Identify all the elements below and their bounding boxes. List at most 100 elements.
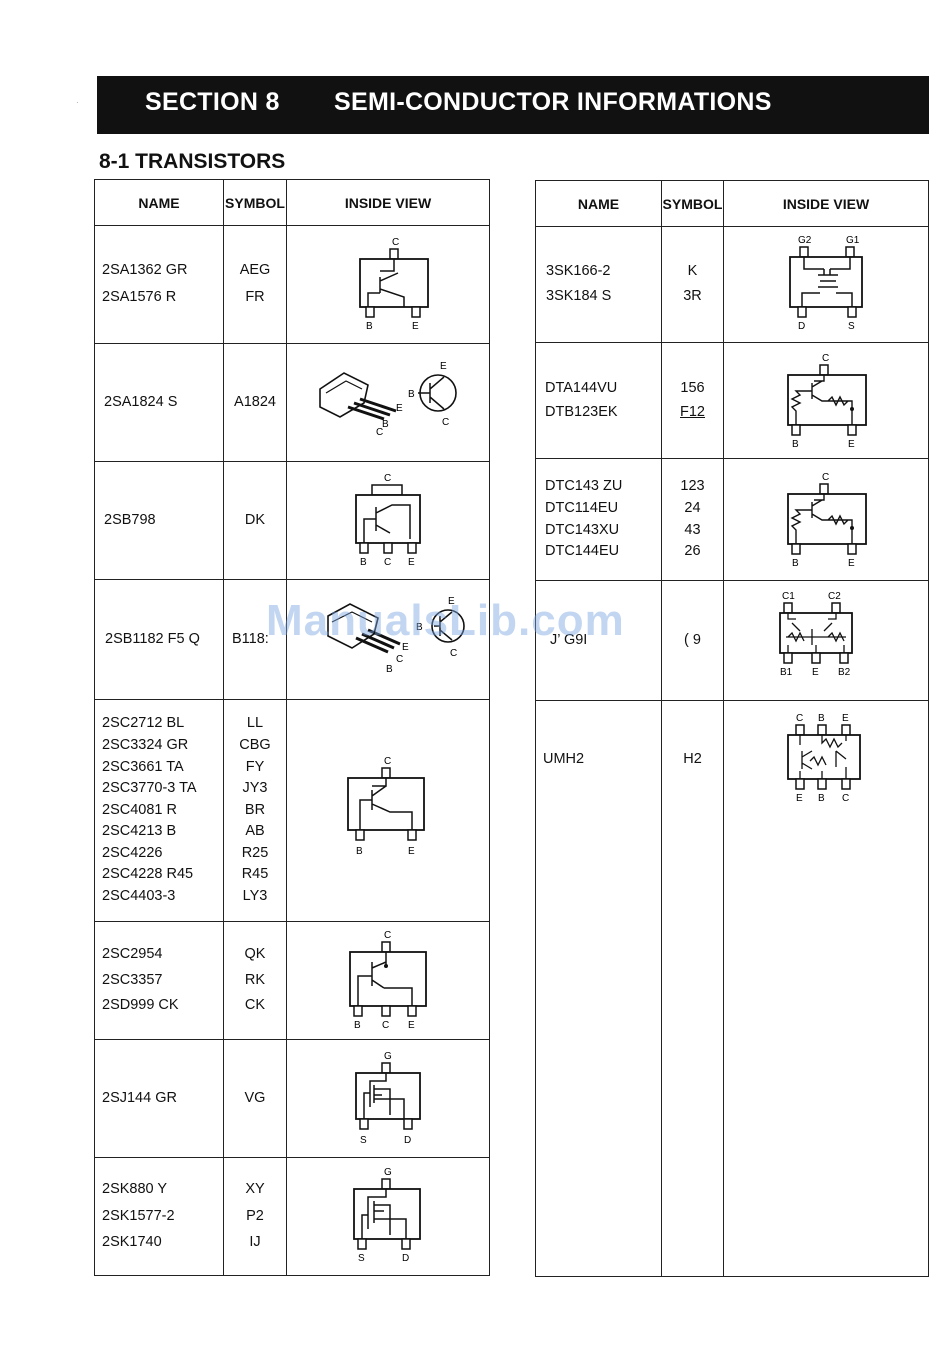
name-cell: UMH2 xyxy=(535,700,662,1277)
symbol-cell: 156 F12 xyxy=(661,342,724,459)
svg-text:C2: C2 xyxy=(828,591,841,602)
digital-transistor-diagram: C B E xyxy=(787,353,867,450)
name-cell: DTA144VU DTB123EK xyxy=(535,342,662,459)
fet-diagram: G S D xyxy=(353,1167,421,1264)
svg-text:B1: B1 xyxy=(780,667,793,678)
svg-text:E: E xyxy=(408,557,415,568)
svg-text:E: E xyxy=(448,596,455,607)
table-row: UMH2 H2 C B E E B C xyxy=(535,700,929,1277)
table-row: 2SA1824 S A1824 E B C E B C xyxy=(94,343,490,462)
svg-text:E: E xyxy=(396,403,403,414)
svg-text:G: G xyxy=(384,1167,392,1178)
table-row: 2SA1362 GR 2SA1576 R AEG FR C B E xyxy=(94,225,490,344)
table-row: 2SK880 Y 2SK1577-2 2SK1740 XY P2 IJ G S … xyxy=(94,1157,490,1276)
svg-text:C: C xyxy=(376,427,383,438)
svg-text:D: D xyxy=(402,1253,409,1264)
table-row: 2SJ144 GR VG G S D xyxy=(94,1039,490,1158)
inside-view-diagram: C B E xyxy=(286,699,490,922)
inside-view-diagram: E C B E B C xyxy=(286,579,490,700)
symbol-cell: QK RK CK xyxy=(223,921,287,1040)
svg-text:B: B xyxy=(416,622,423,633)
symbol-cell: H2 xyxy=(661,700,724,1277)
svg-text:C: C xyxy=(796,713,803,724)
inside-view-diagram: C B E xyxy=(723,458,929,581)
svg-text:G: G xyxy=(384,1051,392,1062)
svg-text:C: C xyxy=(384,756,391,767)
table-row: 2SC2954 2SC3357 2SD999 CK QK RK CK C B C… xyxy=(94,921,490,1040)
section-banner: SECTION 8 SEMI-CONDUCTOR INFORMATIONS xyxy=(97,76,929,134)
col-symbol-header: SYMBOL xyxy=(223,179,287,226)
svg-text:E: E xyxy=(440,361,447,372)
symbol-cell: A1824 xyxy=(223,343,287,462)
svg-text:E: E xyxy=(408,846,415,857)
table-row: J’ G9I ( 9 C1 C2 B1 E B2 xyxy=(535,580,929,701)
col-name-header: NAME xyxy=(94,179,224,226)
svg-text:B: B xyxy=(792,439,799,450)
name-cell: 2SK880 Y 2SK1577-2 2SK1740 xyxy=(94,1157,224,1276)
svg-text:C: C xyxy=(396,654,403,665)
table-row: 2SC2712 BL 2SC3324 GR 2SC3661 TA 2SC3770… xyxy=(94,699,490,922)
inside-view-diagram: C B E E B C xyxy=(723,700,929,1277)
col-inside-view-header: INSIDE VIEW xyxy=(723,180,929,227)
symbol-cell: VG xyxy=(223,1039,287,1158)
name-cell: 2SC2954 2SC3357 2SD999 CK xyxy=(94,921,224,1040)
svg-text:B2: B2 xyxy=(838,667,851,678)
svg-text:B: B xyxy=(408,389,415,400)
svg-text:C: C xyxy=(384,930,391,941)
table-row: 2SB798 DK C B C E xyxy=(94,461,490,580)
svg-text:C: C xyxy=(382,1020,389,1031)
svg-text:B: B xyxy=(818,713,825,724)
col-symbol-header: SYMBOL xyxy=(661,180,724,227)
svg-text:E: E xyxy=(408,1020,415,1031)
svg-text:G1: G1 xyxy=(846,235,860,246)
table-row: DTC143 ZU DTC114EU DTC143XU DTC144EU 123… xyxy=(535,458,929,581)
svg-text:B: B xyxy=(356,846,363,857)
svg-text:D: D xyxy=(798,321,805,332)
svg-text:B: B xyxy=(354,1020,361,1031)
svg-text:E: E xyxy=(842,713,849,724)
symbol-cell: LL CBG FY JY3 BR AB R25 R45 LY3 xyxy=(223,699,287,922)
svg-text:G2: G2 xyxy=(798,235,812,246)
inside-view-diagram: G S D xyxy=(286,1039,490,1158)
to92-package-diagram: E B C E B C xyxy=(319,361,457,438)
svg-text:C: C xyxy=(822,353,829,364)
svg-text:C: C xyxy=(450,648,457,659)
name-cell: 3SK166-2 3SK184 S xyxy=(535,226,662,343)
watermark: ManualsLib.com xyxy=(266,596,625,645)
to92-package-diagram: E C B E B C xyxy=(327,596,465,675)
svg-text:C: C xyxy=(442,417,449,428)
section-title: SEMI-CONDUCTOR INFORMATIONS xyxy=(334,88,772,116)
svg-text:S: S xyxy=(848,321,855,332)
col-inside-view-header: INSIDE VIEW xyxy=(286,179,490,226)
svg-text:E: E xyxy=(848,558,855,569)
svg-text:C: C xyxy=(384,473,391,484)
inside-view-diagram: C B C E xyxy=(286,921,490,1040)
symbol-cell: ( 9 xyxy=(661,580,724,701)
inside-view-diagram: C B E xyxy=(286,225,490,344)
section-number: SECTION 8 xyxy=(145,88,280,116)
inside-view-diagram: G2 G1 D S xyxy=(723,226,929,343)
fet-diagram: G S D xyxy=(355,1051,421,1146)
subsection-heading: 8-1 TRANSISTORS xyxy=(99,150,286,173)
table-row: 3SK166-2 3SK184 S K 3R G2 G1 D S xyxy=(535,226,929,343)
name-cell: 2SB1182 F5 Q xyxy=(94,579,224,700)
name-cell: 2SA1824 S xyxy=(94,343,224,462)
symbol-cell: K 3R xyxy=(661,226,724,343)
sot89-diagram: C B C E xyxy=(349,930,427,1031)
svg-text:E: E xyxy=(848,439,855,450)
symbol-cell: XY P2 IJ xyxy=(223,1157,287,1276)
inside-view-diagram: C1 C2 B1 E B2 xyxy=(723,580,929,701)
svg-text:C1: C1 xyxy=(782,591,795,602)
name-cell: 2SJ144 GR xyxy=(94,1039,224,1158)
svg-text:S: S xyxy=(360,1135,367,1146)
inside-view-diagram: E B C E B C xyxy=(286,343,490,462)
name-cell: 2SA1362 GR 2SA1576 R xyxy=(94,225,224,344)
name-cell: DTC143 ZU DTC114EU DTC143XU DTC144EU xyxy=(535,458,662,581)
inside-view-diagram: C B C E xyxy=(286,461,490,580)
inside-view-diagram: G S D xyxy=(286,1157,490,1276)
sot23-npn-diagram: C B E xyxy=(347,756,425,857)
left-transistor-table: NAME SYMBOL INSIDE VIEW 2SA1362 GR 2SA15… xyxy=(94,179,490,1276)
sot23-pnp-diagram: C B E xyxy=(359,237,429,332)
svg-text:D: D xyxy=(404,1135,411,1146)
dual-gate-mosfet-diagram: G2 G1 D S xyxy=(789,235,863,332)
